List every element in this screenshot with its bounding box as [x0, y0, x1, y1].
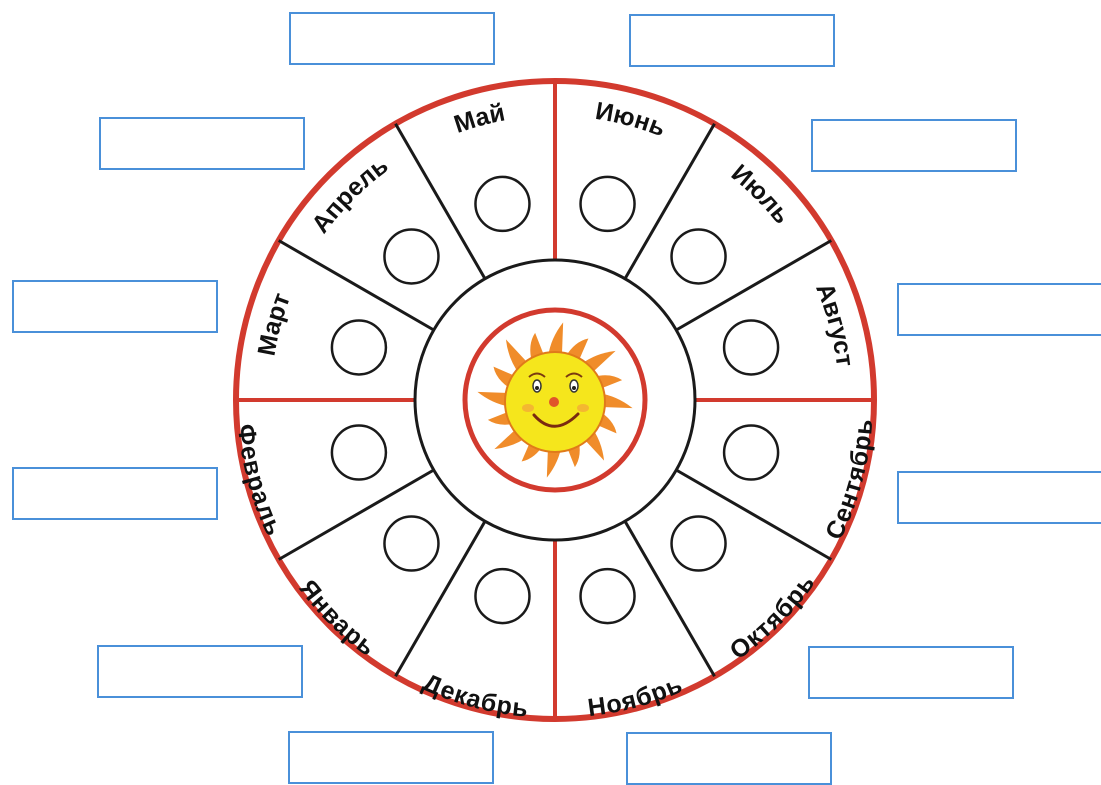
sun-left-cheek: [522, 404, 534, 412]
month-answer-circle[interactable]: [581, 569, 635, 623]
month-answer-circle[interactable]: [384, 229, 438, 283]
answer-box-1[interactable]: [289, 12, 495, 65]
month-answer-circle[interactable]: [475, 177, 529, 231]
answer-box-4[interactable]: [811, 119, 1017, 172]
answer-box-10[interactable]: [808, 646, 1014, 699]
answer-box-11[interactable]: [288, 731, 494, 784]
answer-box-6[interactable]: [897, 283, 1101, 336]
answer-box-2[interactable]: [629, 14, 835, 67]
answer-box-8[interactable]: [897, 471, 1101, 524]
month-answer-circle[interactable]: [384, 517, 438, 571]
month-answer-circle[interactable]: [332, 426, 386, 480]
month-answer-circle[interactable]: [672, 517, 726, 571]
answer-box-5[interactable]: [12, 280, 218, 333]
month-answer-circle[interactable]: [475, 569, 529, 623]
answer-box-3[interactable]: [99, 117, 305, 170]
sun-right-pupil: [572, 386, 576, 390]
answer-box-9[interactable]: [97, 645, 303, 698]
sun-left-pupil: [535, 386, 539, 390]
month-answer-circle[interactable]: [332, 320, 386, 374]
answer-box-7[interactable]: [12, 467, 218, 520]
month-answer-circle[interactable]: [724, 426, 778, 480]
sun-nose: [549, 397, 559, 407]
sun-right-cheek: [577, 404, 589, 412]
month-answer-circle[interactable]: [581, 177, 635, 231]
answer-box-12[interactable]: [626, 732, 832, 785]
month-answer-circle[interactable]: [724, 320, 778, 374]
month-answer-circle[interactable]: [672, 229, 726, 283]
